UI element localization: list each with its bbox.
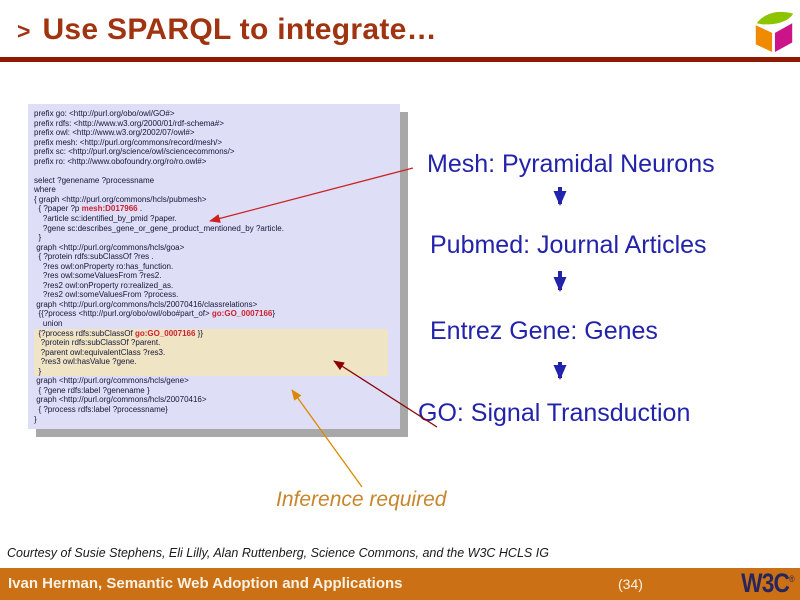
flow-label-mesh: Mesh: Pyramidal Neurons — [427, 150, 715, 178]
title-bullet: > — [17, 18, 31, 44]
w3c-logo-registered-mark: ® — [789, 574, 795, 584]
code-line: ?res2 owl:onProperty ro:realized_as. — [34, 280, 174, 290]
code-line: union — [34, 319, 63, 329]
code-line: ?protein rdfs:subClassOf ?parent. — [34, 338, 388, 348]
page-number: (34) — [618, 576, 643, 592]
code-line — [34, 166, 400, 176]
slide-title: > Use SPARQL to integrate… — [17, 13, 437, 47]
code-line: {{?process <http://purl.org/obo/owl/obo#… — [34, 309, 276, 319]
code-line: prefix rdfs: <http://www.w3.org/2000/01/… — [34, 118, 224, 128]
code-line: graph <http://purl.org/commons/hcls/2007… — [34, 395, 207, 405]
code-line: where — [34, 185, 56, 195]
w3c-logo-text: W3C — [741, 568, 791, 598]
code-line: prefix mesh: <http://purl.org/commons/re… — [34, 137, 223, 147]
flow-label-entrez: Entrez Gene: Genes — [430, 317, 658, 345]
code-line: select ?genename ?processname — [34, 175, 155, 185]
code-line: graph <http://purl.org/commons/hcls/goa> — [34, 242, 185, 252]
page-title: Use SPARQL to integrate… — [42, 13, 437, 46]
cube-leaf-shape — [756, 11, 794, 25]
title-rule-divider — [0, 57, 800, 62]
code-line: prefix ro: <http://www.obofoundry.org/ro… — [34, 156, 207, 166]
code-line: ?res owl:someValuesFrom ?res2. — [34, 271, 162, 281]
code-line: } — [34, 414, 37, 424]
w3c-logo: W3C® — [742, 568, 795, 599]
code-lines: prefix go: <http://purl.org/obo/owl/GO#>… — [34, 109, 400, 424]
code-line: prefix go: <http://purl.org/obo/owl/GO#> — [34, 109, 175, 118]
code-line: graph <http://purl.org/commons/hcls/2007… — [34, 299, 258, 309]
courtesy-credit-line: Courtesy of Susie Stephens, Eli Lilly, A… — [7, 546, 549, 560]
code-line: ?gene sc:describes_gene_or_gene_product_… — [34, 223, 284, 233]
footer-author: Ivan Herman, Semantic Web Adoption and A… — [8, 575, 403, 592]
code-line: ?article sc:identified_by_pmid ?paper. — [34, 214, 177, 224]
sparql-code-block: prefix go: <http://purl.org/obo/owl/GO#>… — [28, 104, 400, 430]
cube-right-face — [774, 23, 793, 53]
code-line: } — [34, 233, 42, 243]
code-line: ?res3 owl:hasValue ?gene. — [34, 357, 388, 367]
code-line: prefix sc: <http://purl.org/science/owl/… — [34, 147, 235, 157]
code-line: ?res2 owl:someValuesFrom ?process. — [34, 290, 179, 300]
code-line: graph <http://purl.org/commons/hcls/gene… — [34, 376, 189, 386]
code-line: { graph <http://purl.org/commons/hcls/pu… — [34, 194, 207, 204]
code-line: } — [34, 366, 388, 377]
inference-required-note: Inference required — [276, 488, 447, 511]
cube-left-face — [755, 25, 773, 53]
code-line: ?res owl:onProperty ro:has_function. — [34, 261, 174, 271]
footer-bar: Ivan Herman, Semantic Web Adoption and A… — [0, 568, 800, 600]
code-line: prefix owl: <http://www.w3.org/2002/07/o… — [34, 128, 195, 138]
code-line: {?process rdfs:subClassOf go:GO_0007166 … — [34, 328, 388, 339]
sweo-cube-icon — [755, 11, 794, 53]
code-line: { ?process rdfs:label ?processname} — [34, 404, 168, 414]
code-line: { ?gene rdfs:label ?genename } — [34, 385, 150, 395]
flow-label-pubmed: Pubmed: Journal Articles — [430, 231, 707, 259]
code-line: ?parent owl:equivalentClass ?res3. — [34, 347, 388, 358]
flow-label-go: GO: Signal Transduction — [418, 399, 691, 427]
code-line: { ?protein rdfs:subClassOf ?res . — [34, 252, 154, 262]
code-line: { ?paper ?p mesh:D017966 . — [34, 204, 143, 214]
